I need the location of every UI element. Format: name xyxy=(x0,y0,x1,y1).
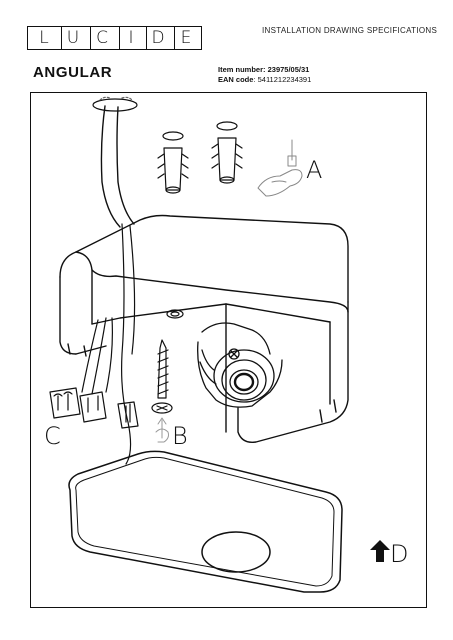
up-arrow-icon xyxy=(370,540,390,562)
fixture-housing xyxy=(59,214,349,443)
ean-line: EAN code: 5411212234391 xyxy=(218,75,311,85)
logo-letter-l: L xyxy=(39,28,49,48)
drawing-frame xyxy=(30,92,427,608)
wires xyxy=(81,223,136,423)
terminal-block-icon xyxy=(117,401,139,429)
logo-separator xyxy=(146,27,147,49)
callout-b: B xyxy=(172,422,188,450)
wall-plug-icon xyxy=(211,121,243,184)
logo-separator xyxy=(90,27,91,49)
ceiling-cable xyxy=(92,96,138,228)
hand-icon xyxy=(257,139,303,197)
cover-plate xyxy=(68,450,343,593)
ean-label: EAN code xyxy=(218,75,254,84)
terminal-block-icon xyxy=(49,387,107,423)
brand-logo: L U C I D E xyxy=(27,26,202,50)
logo-letter-u: U xyxy=(66,28,80,48)
screw-icon xyxy=(151,339,173,414)
item-number-line: Item number: 23975/05/31 xyxy=(218,65,311,75)
item-number-label: Item number: xyxy=(218,65,266,74)
installation-drawing: A xyxy=(44,96,408,593)
item-number-value: 23975/05/31 xyxy=(267,65,310,74)
callout-d: D xyxy=(390,540,408,568)
logo-separator xyxy=(119,27,120,49)
mounting-hole xyxy=(166,309,184,319)
logo-separator xyxy=(61,27,62,49)
wall-plug-icon xyxy=(157,131,189,194)
item-info: Item number: 23975/05/31 EAN code: 54112… xyxy=(218,65,311,85)
cable xyxy=(125,421,132,465)
product-name: ANGULAR xyxy=(33,64,113,81)
spotlight-module xyxy=(197,322,283,408)
document-type: INSTALLATION DRAWING SPECIFICATIONS xyxy=(262,26,438,35)
logo-letter-i: I xyxy=(128,28,134,48)
logo-separator xyxy=(174,27,175,49)
logo-letter-e: E xyxy=(180,28,192,48)
callout-a: A xyxy=(306,156,322,184)
logo-letter-c: C xyxy=(96,28,108,48)
screw-arrow-icon xyxy=(155,417,169,443)
ean-value: : 5411212234391 xyxy=(253,75,312,84)
logo-letter-d: D xyxy=(151,28,165,48)
callout-c: C xyxy=(44,422,61,450)
